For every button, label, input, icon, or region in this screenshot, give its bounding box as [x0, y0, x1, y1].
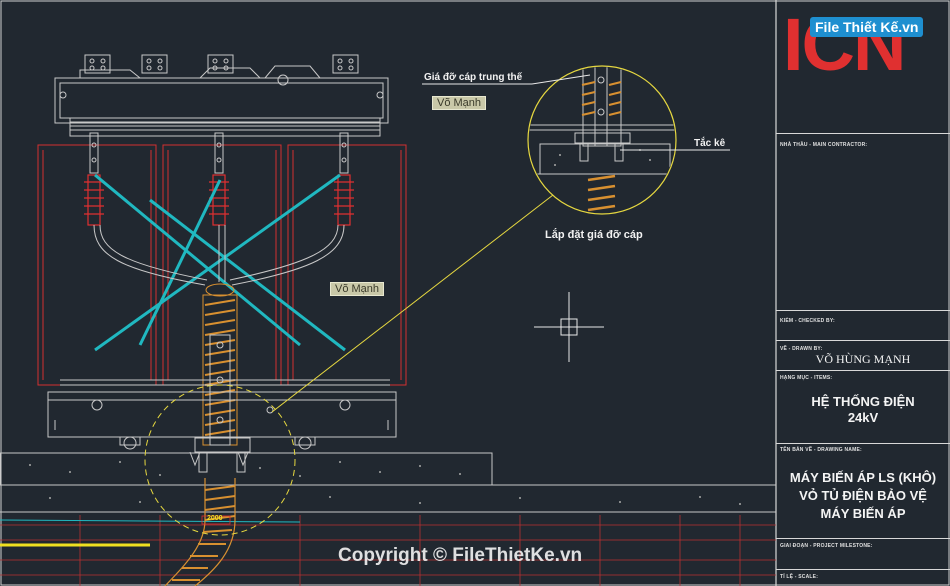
tb-contractor-caption: NHÀ THẦU - MAIN CONTRACTOR:: [780, 142, 868, 148]
dimension-label: 2000: [207, 515, 223, 522]
tb-checked-caption: KIỂM - CHECKED BY:: [780, 318, 835, 324]
logo-watermark: File Thiết Kế.vn: [810, 17, 924, 37]
tb-milestone-caption: GIAI ĐOẠN - PROJECT MILESTONE:: [780, 543, 873, 549]
tb-drawing-line3: MÁY BIẾN ÁP: [820, 506, 906, 521]
tb-drawing-line2: VỎ TỦ ĐIỆN BẢO VỆ: [799, 488, 927, 503]
tb-drawn-caption: VẼ - DRAWN BY:: [780, 346, 823, 352]
dim-box: [201, 515, 231, 525]
tb-divider: [776, 443, 950, 444]
trench-grid: [0, 515, 776, 586]
tb-scale-caption: TỈ LỆ - SCALE:: [780, 574, 819, 580]
tb-drawing-line1: MÁY BIẾN ÁP LS (KHÔ): [789, 470, 937, 485]
tag-author-top: Võ Mạnh: [432, 96, 487, 110]
label-install-support: Lắp đặt giá đỡ cáp: [545, 229, 643, 241]
buried-cable-spiral: [172, 485, 236, 581]
transformer-base: [47, 379, 397, 473]
label-anchor: Tắc kê: [694, 138, 726, 149]
tb-item-caption: HẠNG MỤC - ITEMS:: [780, 375, 833, 381]
busbars: [89, 132, 349, 174]
tb-drawing-caption: TÊN BẢN VẼ - DRAWING NAME:: [780, 447, 862, 453]
label-leader-support: [531, 74, 591, 85]
detail-leader: [271, 177, 576, 413]
cables: [93, 224, 345, 286]
transformer-top-frame: [54, 54, 389, 137]
cyan-dimension: [0, 519, 301, 523]
tb-divider: [776, 569, 950, 570]
detail-circle-small: [144, 384, 296, 536]
crosshair-cursor: [534, 292, 604, 362]
tb-divider: [776, 310, 950, 311]
detail-view: [527, 65, 677, 215]
logo-text: ICN: [783, 3, 906, 86]
tb-item-line2: 24kV: [847, 410, 879, 425]
tb-divider: [776, 370, 950, 371]
tb-divider: [776, 133, 950, 134]
tag-author-mid: Võ Mạnh: [330, 282, 385, 296]
vertical-cable: [202, 283, 238, 446]
floor-slab: [0, 452, 776, 513]
tb-item-line1: HỆ THỐNG ĐIỆN: [811, 394, 915, 409]
label-cable-support: Giá đỡ cáp trung thế: [424, 72, 523, 83]
tb-divider: [776, 340, 950, 341]
buried-cable: [164, 478, 236, 586]
tb-drawn-name: VÕ HÙNG MẠNH: [815, 352, 911, 366]
cyan-braces: [94, 173, 346, 352]
copyright-watermark: Copyright © FileThietKe.vn: [338, 545, 583, 566]
transformer-coils: [37, 144, 407, 386]
tb-divider: [776, 538, 950, 539]
concrete-hatch: [29, 461, 741, 505]
